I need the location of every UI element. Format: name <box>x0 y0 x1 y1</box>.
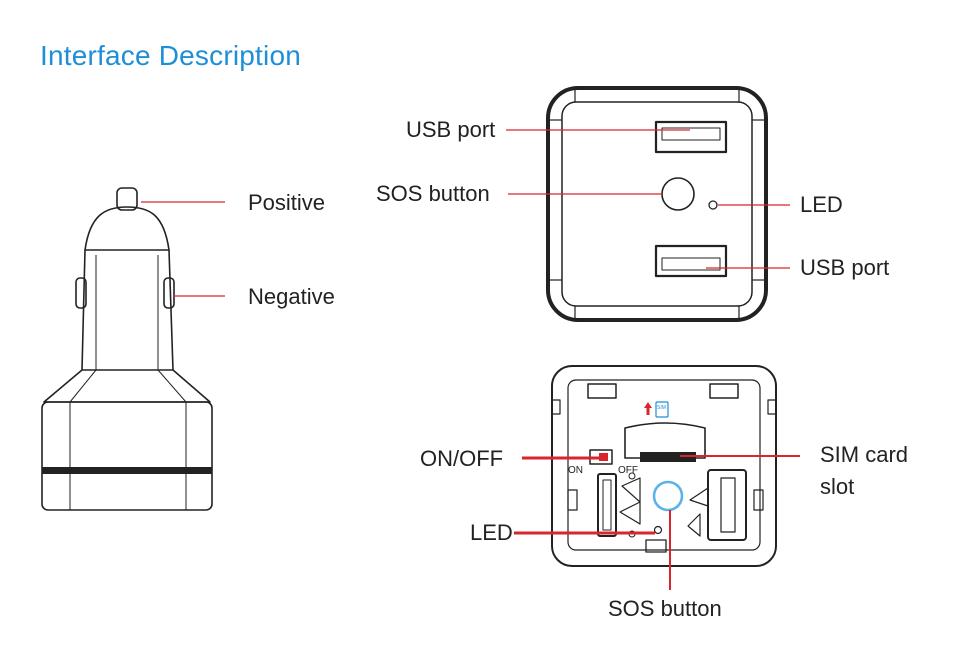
plug-barrel <box>81 249 174 371</box>
sim-card-slot <box>624 422 706 459</box>
label-led-top: LED <box>800 192 843 217</box>
sos-button-bottom <box>652 480 684 512</box>
back-face-device <box>551 365 777 567</box>
sim-icon-label: SIM <box>657 405 666 411</box>
sos-button-top <box>661 177 695 211</box>
front-face-outer <box>546 86 768 322</box>
label-sos-button-bottom: SOS button <box>608 596 722 621</box>
label-usb-port-top: USB port <box>406 117 496 142</box>
switch-off-label: OFF <box>618 465 638 476</box>
right-contact <box>707 469 747 541</box>
plug-body <box>41 401 213 511</box>
plug-dark-band <box>42 467 212 474</box>
plug-shoulder <box>43 369 211 403</box>
label-on-off: ON/OFF <box>420 446 504 471</box>
usb-port-top <box>654 120 728 154</box>
label-led-bottom: LED <box>470 520 513 545</box>
label-sim-card-slot-line1: SIM card <box>820 442 909 467</box>
front-face-device <box>546 86 768 322</box>
label-usb-port-bottom: USB port <box>800 255 890 280</box>
label-negative: Negative <box>248 284 335 309</box>
plug-nose <box>84 206 170 251</box>
sim-card-icon <box>655 401 669 418</box>
back-face-outer <box>551 365 777 567</box>
sim-arrow-icon <box>644 401 669 418</box>
switch-on-label: ON <box>568 465 583 476</box>
car-charger-plug <box>41 187 213 511</box>
positive-tip <box>116 187 138 211</box>
left-contact <box>597 473 617 537</box>
label-sim-card-slot-line2: slot <box>820 474 855 499</box>
negative-contact-left <box>75 277 87 309</box>
led-top <box>708 200 718 210</box>
label-positive: Positive <box>248 190 326 215</box>
front-face-inner <box>561 101 753 307</box>
negative-contact-right <box>163 277 175 309</box>
led-bottom <box>653 525 663 535</box>
label-sos-button-top: SOS button <box>376 181 490 206</box>
back-face-inner <box>567 379 761 551</box>
usb-port-bottom <box>654 244 728 278</box>
page-title: Interface Description <box>40 40 301 71</box>
